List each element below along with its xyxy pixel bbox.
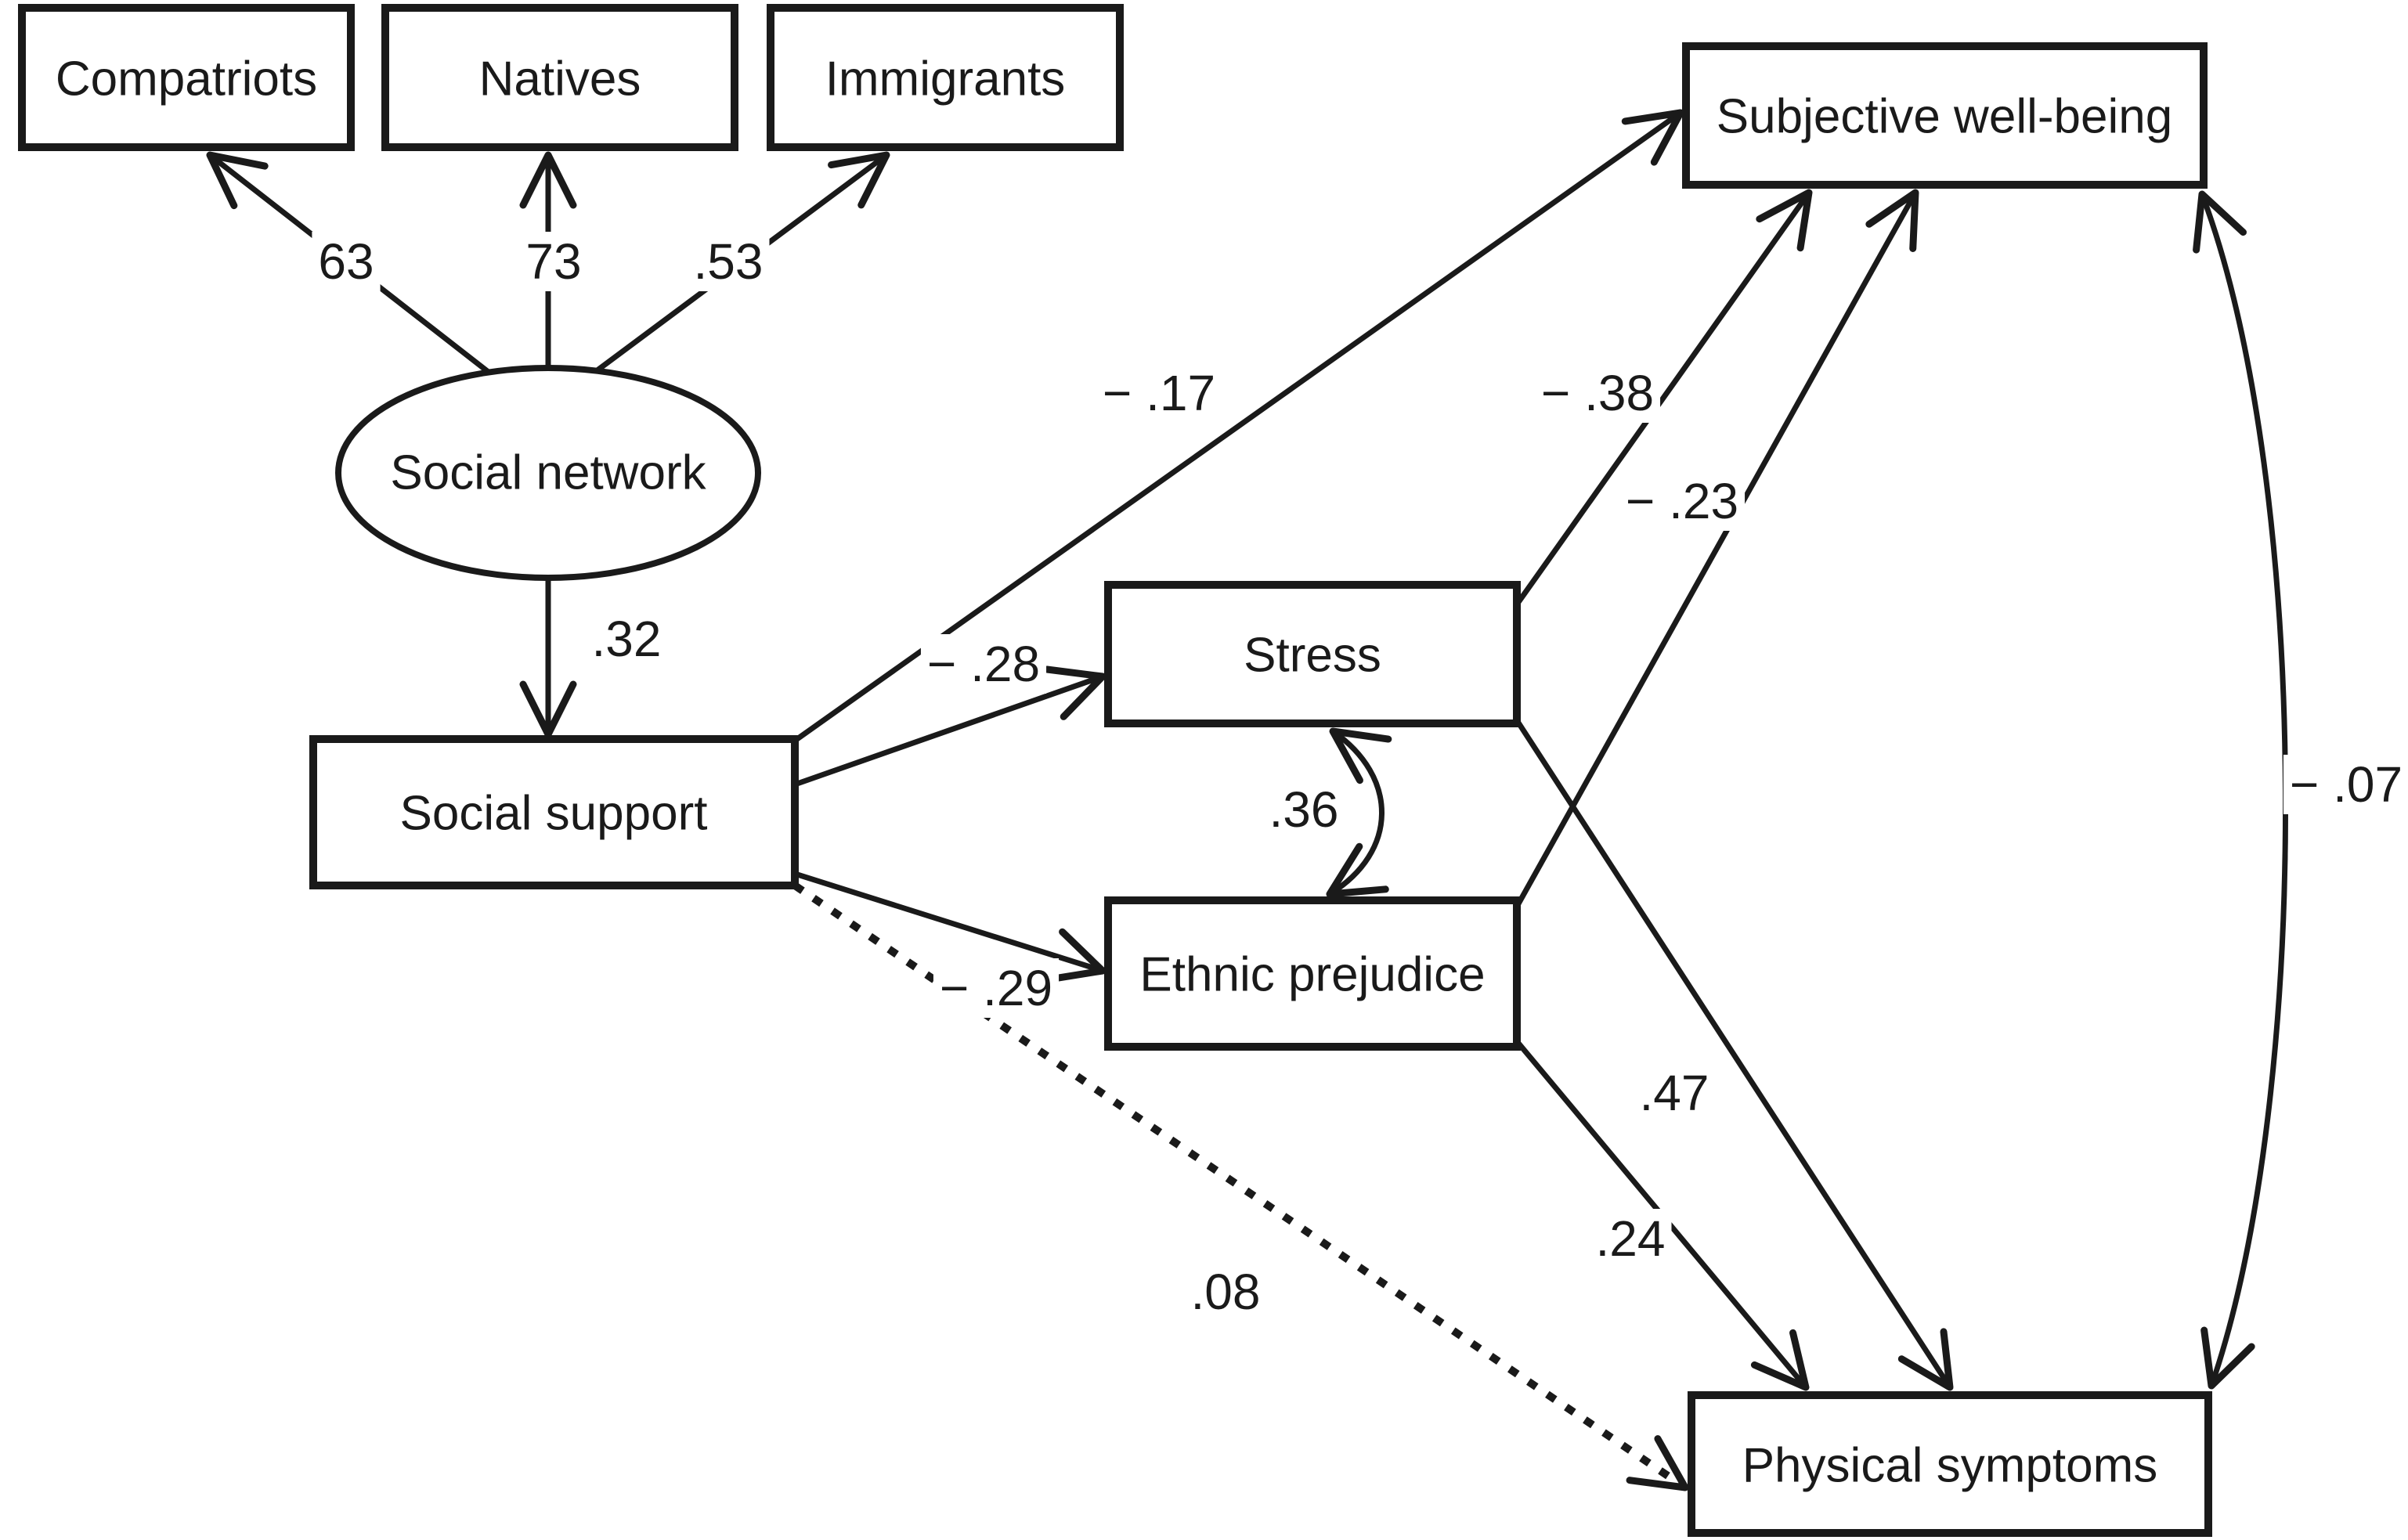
node-compatriots: Compatriots (18, 4, 355, 151)
edge-subjective-well-being-physical-symptoms-covariance (2193, 190, 2288, 1390)
node-natives: Natives (381, 4, 738, 151)
coefficient-label-bg (1262, 780, 1345, 839)
coefficient-social-network-to-social-support: .32 (592, 611, 662, 667)
coefficient-social-support-to-ethnic-prejudice: − .29 (940, 960, 1052, 1016)
coefficient-label-bg (1096, 363, 1222, 423)
node-physical-symptoms-box (1688, 1391, 2212, 1537)
node-immigrants-box (767, 4, 1124, 151)
node-compatriots-box (18, 4, 355, 151)
node-compatriots-label: Compatriots (56, 52, 317, 106)
coefficient-label-bg (519, 232, 588, 291)
node-subjective-well-being-box (1682, 42, 2208, 189)
nodes: Compatriots Natives Immigrants Social ne… (18, 4, 2212, 1537)
coefficient-subjective-well-being-physical-symptoms-covariance: − .07 (2290, 756, 2403, 813)
coefficient-label-bg (920, 634, 1047, 694)
coefficient-social-network-to-compatriots: 63 (318, 233, 374, 290)
coefficient-stress-to-subjective-well-being: − .38 (1541, 365, 1654, 421)
coefficient-label-bg (1633, 1063, 1716, 1123)
node-natives-box (381, 4, 738, 151)
edge-ethnic-prejudice-to-subjective-well-being (1514, 189, 1919, 908)
node-subjective-well-being-label: Subjective well-being (1717, 90, 2172, 144)
node-ethnic-prejudice-label: Ethnic prejudice (1139, 948, 1485, 1002)
coefficient-label-bg (1619, 471, 1746, 531)
coefficient-label-bg (2283, 755, 2408, 814)
node-stress: Stress (1104, 581, 1521, 727)
edge-stress-to-subjective-well-being (1514, 189, 1813, 607)
edge-social-support-to-stress (793, 665, 1107, 788)
coefficient-label-bg (1534, 363, 1661, 423)
node-ethnic-prejudice-box (1104, 896, 1521, 1051)
node-stress-box (1104, 581, 1521, 727)
coefficient-ethnic-prejudice-to-physical-symptoms: .24 (1596, 1210, 1666, 1267)
coefficient-ethnic-prejudice-to-subjective-well-being: − .23 (1626, 473, 1738, 529)
coefficient-social-support-to-stress: − .28 (927, 636, 1040, 692)
node-natives-label: Natives (479, 52, 641, 106)
node-immigrants-label: Immigrants (825, 52, 1066, 106)
node-social-network: Social network (335, 365, 761, 581)
node-physical-symptoms: Physical symptoms (1688, 1391, 2212, 1537)
node-social-network-label: Social network (390, 446, 706, 500)
edge-stress-to-physical-symptoms (1514, 719, 1954, 1391)
coefficient-social-support-to-subjective-well-being: − .17 (1103, 365, 1215, 421)
node-social-support-box (309, 735, 799, 889)
coefficient-label-bg (687, 232, 770, 291)
coefficient-labels: 63 73 .53 .32 − .17 − .28 − .29 .08 .36 … (312, 232, 2408, 1322)
node-social-support: Social support (309, 735, 799, 889)
coefficient-label-bg (1589, 1209, 1672, 1268)
edge-stress-ethnic-prejudice-covariance (1326, 727, 1392, 898)
coefficient-social-network-to-immigrants: .53 (694, 233, 764, 290)
node-physical-symptoms-label: Physical symptoms (1742, 1439, 2158, 1493)
coefficient-social-support-to-physical-symptoms: .08 (1191, 1264, 1261, 1320)
coefficient-stress-to-physical-symptoms: .47 (1640, 1065, 1709, 1121)
coefficient-label-bg (933, 958, 1060, 1018)
node-social-network-ellipse (335, 365, 761, 581)
node-ethnic-prejudice: Ethnic prejudice (1104, 896, 1521, 1051)
coefficient-label-bg (585, 609, 668, 669)
coefficient-stress-ethnic-prejudice-covariance: .36 (1269, 781, 1339, 838)
node-social-support-label: Social support (400, 787, 708, 841)
coefficient-label-bg (312, 232, 381, 291)
coefficient-social-network-to-natives: 73 (525, 233, 581, 290)
edge-social-support-to-ethnic-prejudice (793, 871, 1107, 983)
coefficient-label-bg (1184, 1262, 1267, 1322)
node-stress-label: Stress (1244, 629, 1381, 683)
node-immigrants: Immigrants (767, 4, 1124, 151)
node-subjective-well-being: Subjective well-being (1682, 42, 2208, 189)
